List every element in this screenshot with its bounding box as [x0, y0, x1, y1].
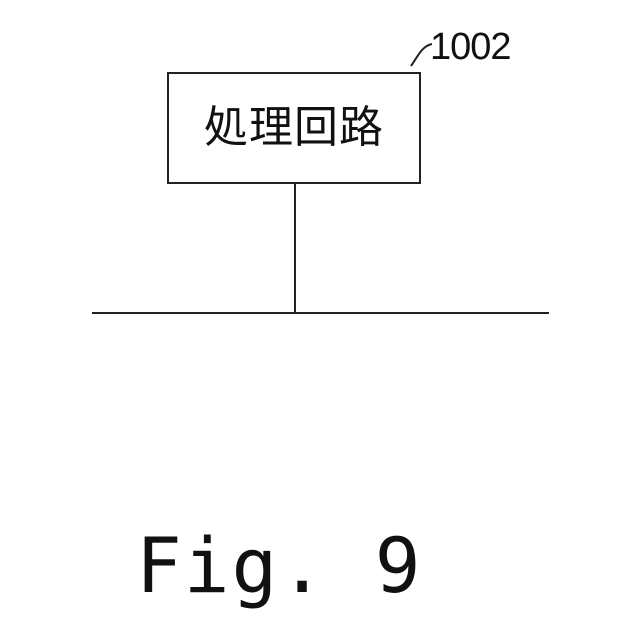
reference-numeral: 1002 — [430, 28, 511, 66]
processing-circuit-label: 処理回路 — [204, 106, 384, 150]
reference-leader-line — [411, 44, 432, 66]
processing-circuit-block: 処理回路 — [167, 72, 421, 184]
figure-caption: Fig. 9 — [136, 528, 423, 604]
